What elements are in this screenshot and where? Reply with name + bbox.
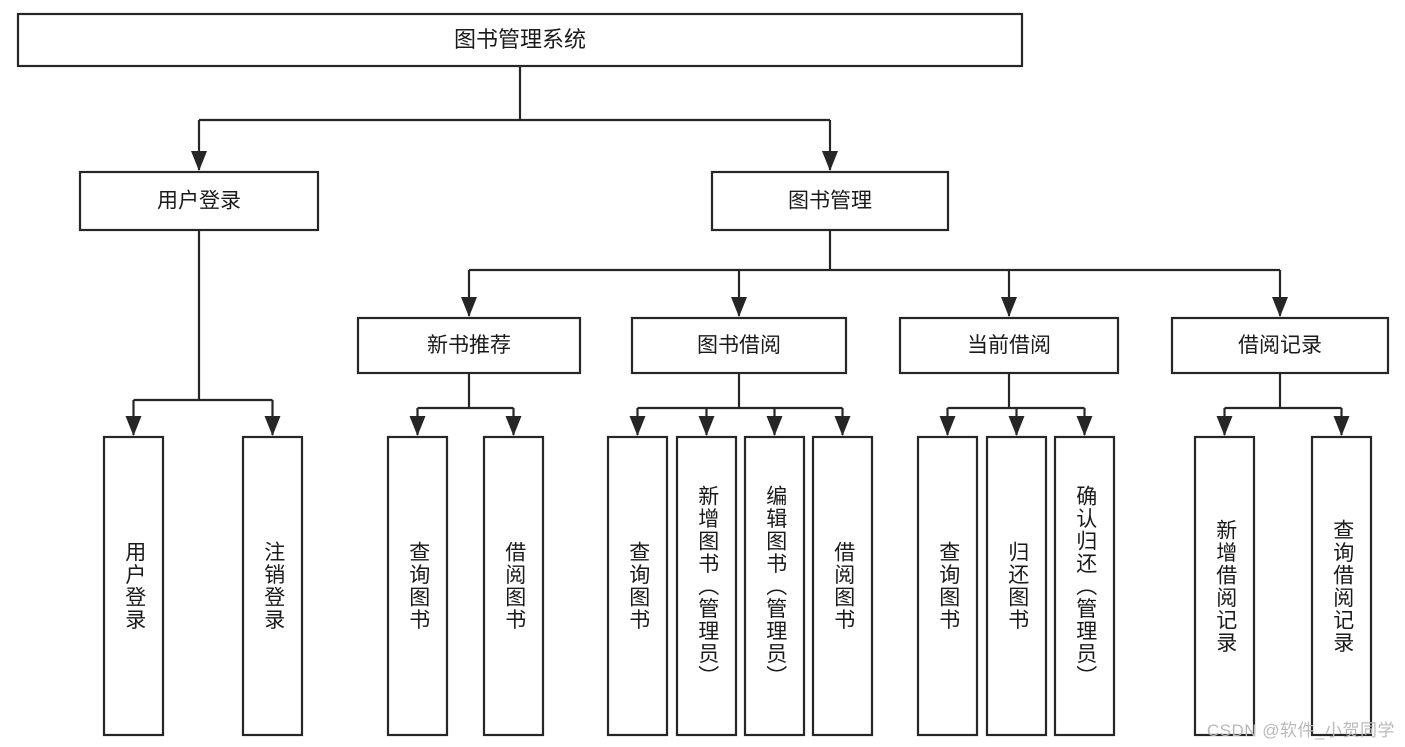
node-leaf-confirm-return-box[interactable] bbox=[1053, 435, 1116, 737]
node-leaf-edit-book-box[interactable] bbox=[743, 435, 806, 737]
node-borrow-record-box[interactable] bbox=[1170, 316, 1390, 375]
edges-layer bbox=[125, 66, 1350, 436]
arrow-head-icon bbox=[505, 416, 522, 436]
arrow-head-icon bbox=[629, 416, 646, 436]
arrow-head-icon bbox=[834, 416, 851, 436]
arrow-head-icon bbox=[125, 416, 142, 436]
arrow-head-icon bbox=[822, 151, 838, 171]
csdn-watermark: CSDN @软件_小贺同学 bbox=[1206, 721, 1395, 740]
node-leaf-query-book-1-box[interactable] bbox=[386, 435, 449, 737]
node-book-manage-label: 图书管理 bbox=[788, 190, 872, 213]
node-root-box[interactable] bbox=[16, 12, 1024, 68]
node-leaf-query-book-3-box[interactable] bbox=[916, 435, 979, 737]
boxes-layer bbox=[16, 12, 1390, 737]
node-user-login-label: 用户登录 bbox=[157, 190, 241, 213]
node-leaf-return-book-box[interactable] bbox=[985, 435, 1048, 737]
node-user-login-box[interactable] bbox=[78, 170, 320, 232]
node-book-manage-box[interactable] bbox=[710, 170, 950, 232]
node-leaf-query-borrow-record-box[interactable] bbox=[1310, 435, 1373, 737]
arrow-head-icon bbox=[939, 416, 956, 436]
node-borrow-record-label: 借阅记录 bbox=[1238, 334, 1322, 357]
node-leaf-add-book-box[interactable] bbox=[675, 435, 738, 737]
arrow-head-icon bbox=[1008, 416, 1025, 436]
node-root-label: 图书管理系统 bbox=[454, 27, 586, 52]
node-current-borrow-box[interactable] bbox=[898, 316, 1120, 375]
arrow-head-icon bbox=[766, 416, 783, 436]
node-current-borrow-label: 当前借阅 bbox=[967, 334, 1051, 357]
arrow-head-icon bbox=[191, 151, 207, 171]
arrow-head-icon bbox=[264, 416, 281, 436]
arrow-head-icon bbox=[731, 297, 747, 317]
arrow-head-icon bbox=[1216, 416, 1233, 436]
node-leaf-user-login-box[interactable] bbox=[102, 435, 165, 737]
node-new-book-recommend-box[interactable] bbox=[356, 316, 582, 375]
node-leaf-query-book-2-box[interactable] bbox=[606, 435, 669, 737]
arrow-head-icon bbox=[698, 416, 715, 436]
node-leaf-borrow-book-2-box[interactable] bbox=[811, 435, 874, 737]
arrow-head-icon bbox=[1076, 416, 1093, 436]
node-book-borrow-box[interactable] bbox=[630, 316, 848, 375]
node-new-book-recommend-label: 新书推荐 bbox=[427, 334, 511, 357]
arrow-head-icon bbox=[461, 297, 477, 317]
arrow-head-icon bbox=[1333, 416, 1350, 436]
node-leaf-logout-login-box[interactable] bbox=[241, 435, 304, 737]
arrow-head-icon bbox=[1272, 297, 1288, 317]
node-book-borrow-label: 图书借阅 bbox=[697, 334, 781, 357]
node-leaf-add-borrow-record-box[interactable] bbox=[1193, 435, 1256, 737]
arrow-head-icon bbox=[409, 416, 426, 436]
arrow-head-icon bbox=[1001, 297, 1017, 317]
node-leaf-borrow-book-1-box[interactable] bbox=[482, 435, 545, 737]
